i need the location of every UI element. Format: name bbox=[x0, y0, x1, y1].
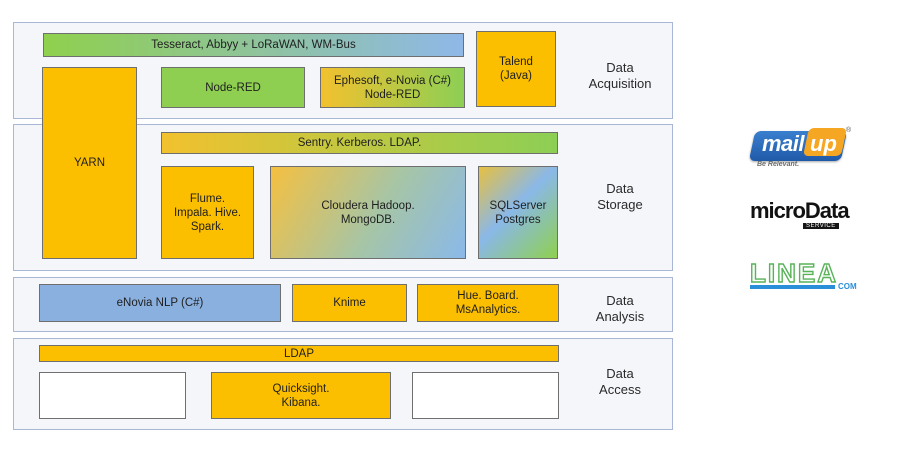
linea-logo-text: LINEA bbox=[749, 257, 838, 288]
box-ldap: LDAP bbox=[39, 345, 559, 362]
microdata-logo-text: microData bbox=[750, 198, 850, 223]
microdata-logo-sub: SERVICE bbox=[803, 223, 839, 229]
label-data-analysis: Data Analysis bbox=[595, 293, 645, 324]
box-enovia-nlp: eNovia NLP (C#) bbox=[39, 284, 281, 322]
box-knime: Knime bbox=[292, 284, 407, 322]
box-talend: Talend (Java) bbox=[476, 31, 556, 107]
box-quicksight: Quicksight. Kibana. bbox=[211, 372, 391, 419]
box-cloudera: Cloudera Hadoop. MongoDB. bbox=[270, 166, 466, 259]
linea-logo-bar bbox=[750, 285, 835, 289]
mailup-logo-tagline: Be Relevant. bbox=[757, 161, 800, 168]
box-tesseract: Tesseract, Abbyy + LoRaWAN, WM-Bus bbox=[43, 33, 464, 57]
box-yarn: YARN bbox=[42, 67, 137, 259]
box-empty-right bbox=[412, 372, 559, 419]
box-sentry: Sentry. Kerberos. LDAP. bbox=[161, 132, 558, 154]
box-node-red: Node-RED bbox=[161, 67, 305, 108]
mailup-logo-registered: ® bbox=[846, 127, 852, 134]
box-ephesoft: Ephesoft, e-Novia (C#) Node-RED bbox=[320, 67, 465, 108]
label-data-access: Data Access bbox=[599, 366, 641, 397]
box-flume: Flume. Impala. Hive. Spark. bbox=[161, 166, 254, 259]
mailup-logo-mail: mail bbox=[762, 131, 805, 156]
label-data-acquisition: Data Acquisition bbox=[588, 60, 652, 91]
label-data-storage: Data Storage bbox=[597, 181, 643, 212]
linea-logo-com: COM bbox=[838, 282, 857, 291]
box-sqlserver: SQLServer Postgres bbox=[478, 166, 558, 259]
mailup-logo-up: up bbox=[810, 131, 837, 156]
box-empty-left bbox=[39, 372, 186, 419]
box-hue: Hue. Board. MsAnalytics. bbox=[417, 284, 559, 322]
